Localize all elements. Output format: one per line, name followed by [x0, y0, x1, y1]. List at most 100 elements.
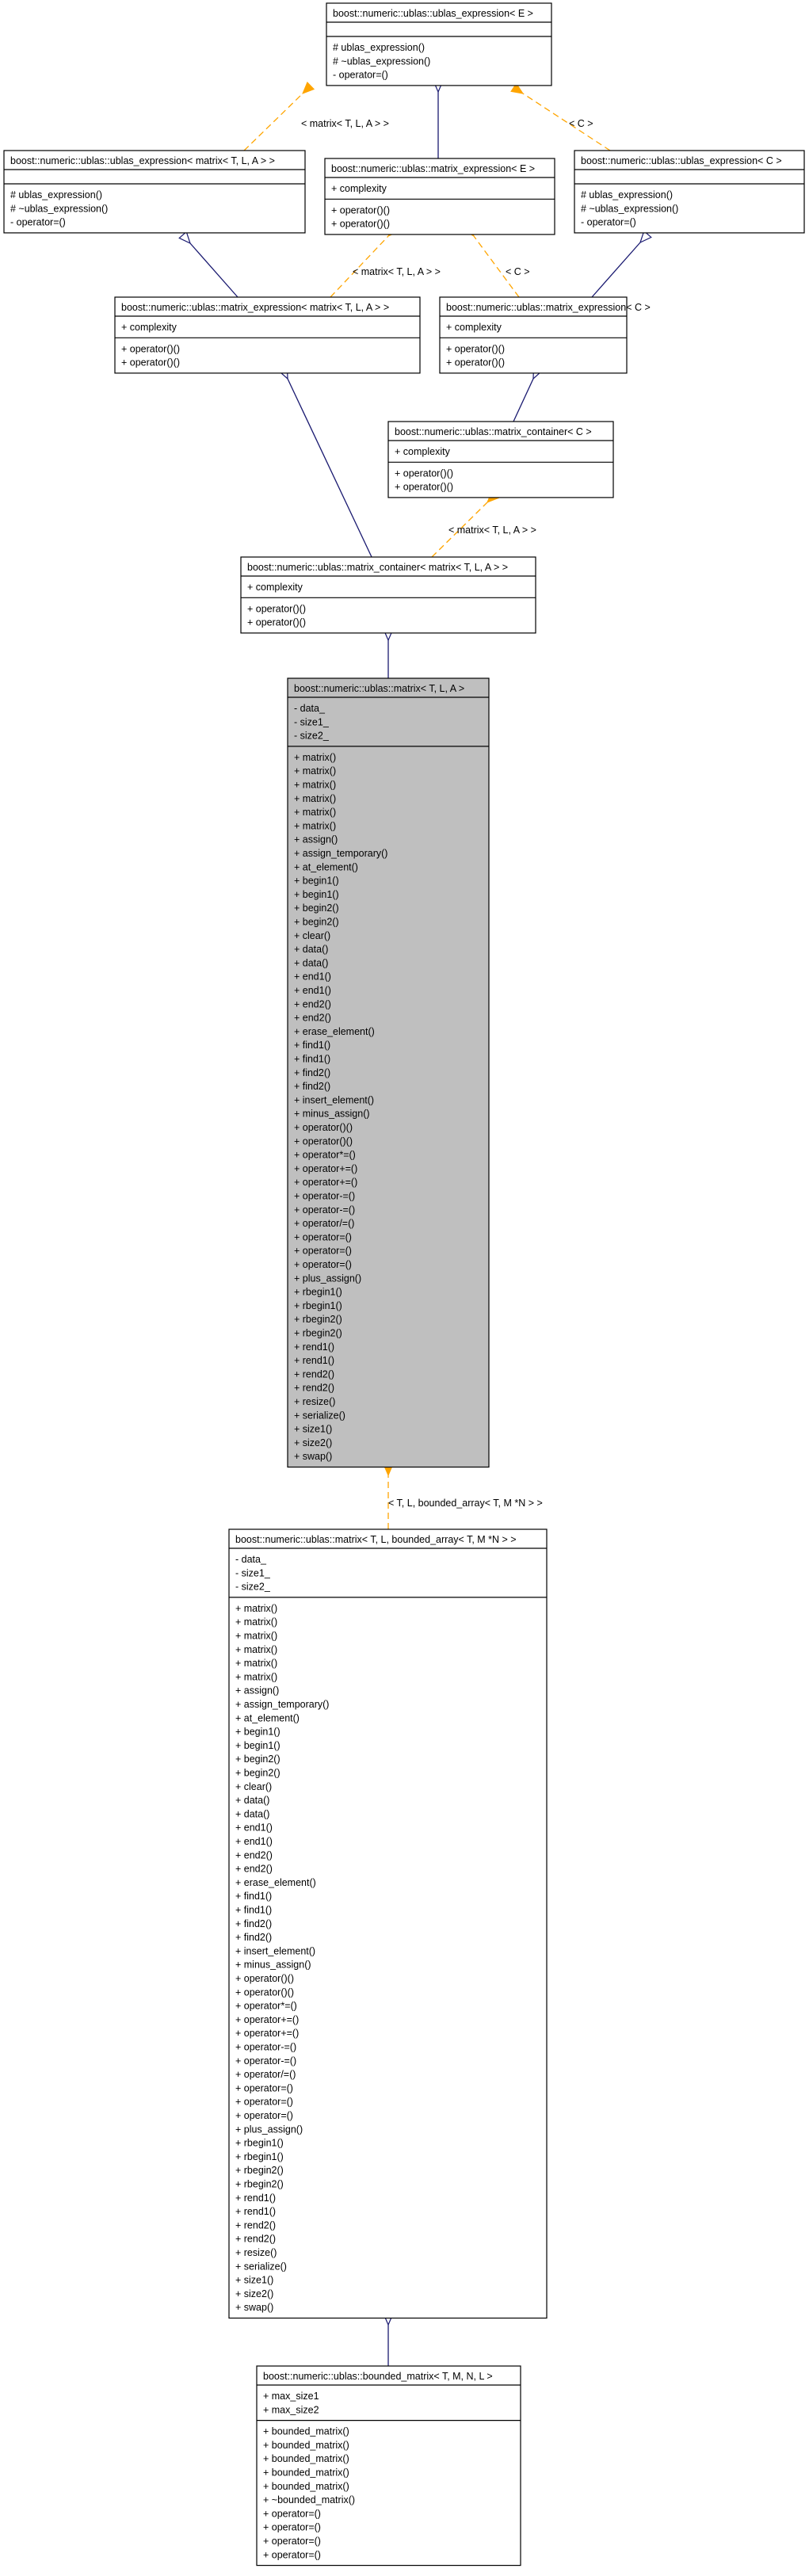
class-method[interactable]: + begin1()	[235, 1727, 280, 1738]
class-method[interactable]: + rbegin1()	[235, 2138, 284, 2149]
class-box-ublas-expression-e[interactable]: boost::numeric::ublas::ublas_expression<…	[326, 2, 552, 86]
class-method[interactable]: + matrix()	[235, 1671, 277, 1682]
class-method[interactable]: + rbegin2()	[235, 2165, 284, 2176]
class-method[interactable]: + matrix()	[294, 765, 336, 777]
class-method[interactable]: + find1()	[294, 1040, 330, 1051]
class-method[interactable]: + swap()	[294, 1451, 332, 1462]
class-method[interactable]: + data()	[294, 957, 328, 968]
class-method[interactable]: + operator+=()	[294, 1177, 357, 1188]
class-method[interactable]: + minus_assign()	[235, 1960, 311, 1971]
class-method[interactable]: + end1()	[235, 1836, 273, 1847]
class-method[interactable]: + operator()()	[235, 1973, 294, 1984]
class-method[interactable]: + swap()	[235, 2302, 273, 2313]
class-method[interactable]: - operator=()	[333, 70, 388, 81]
class-method[interactable]: + operator=()	[235, 2082, 293, 2093]
class-method[interactable]: + operator()()	[294, 1122, 353, 1133]
class-method[interactable]: + operator()()	[331, 204, 390, 216]
class-method[interactable]: + rend2()	[235, 2219, 276, 2231]
class-method[interactable]: + operator=()	[263, 2522, 321, 2533]
class-method[interactable]: + matrix()	[235, 1603, 277, 1614]
class-method[interactable]: + operator()()	[331, 219, 390, 230]
class-method[interactable]: + matrix()	[235, 1631, 277, 1642]
class-method[interactable]: + operator*=()	[235, 2001, 297, 2012]
class-method[interactable]: # ublas_expression()	[333, 42, 425, 53]
class-method[interactable]: + operator=()	[235, 2110, 293, 2121]
class-method[interactable]: + size1()	[235, 2275, 273, 2286]
class-method[interactable]: + operator/=()	[294, 1218, 354, 1229]
class-method[interactable]: + bounded_matrix()	[263, 2426, 349, 2437]
class-method[interactable]: + operator-=()	[235, 2055, 296, 2067]
class-method[interactable]: + bounded_matrix()	[263, 2440, 349, 2451]
class-method[interactable]: + operator-=()	[235, 2042, 296, 2053]
class-method[interactable]: + operator()()	[294, 1135, 353, 1147]
class-method[interactable]: + end1()	[294, 971, 331, 983]
class-box-ublas-expression-matrix[interactable]: boost::numeric::ublas::ublas_expression<…	[3, 150, 306, 234]
class-box-matrix-expression-matrix[interactable]: boost::numeric::ublas::matrix_expression…	[114, 296, 421, 374]
class-method[interactable]: + plus_assign()	[294, 1273, 361, 1284]
class-method[interactable]: + rbegin2()	[294, 1314, 342, 1325]
class-box-matrix-container-matrix[interactable]: boost::numeric::ublas::matrix_container<…	[240, 556, 536, 634]
class-method[interactable]: + operator+=()	[294, 1163, 357, 1174]
class-method[interactable]: + operator+=()	[235, 2028, 299, 2039]
class-method[interactable]: + clear()	[294, 930, 330, 941]
class-method[interactable]: + begin2()	[294, 917, 339, 928]
class-method[interactable]: + operator=()	[294, 1246, 352, 1257]
class-method[interactable]: + end1()	[235, 1822, 273, 1834]
class-method[interactable]: + matrix()	[294, 793, 336, 804]
class-method[interactable]: + resize()	[235, 2247, 277, 2258]
class-method[interactable]: + serialize()	[235, 2261, 287, 2272]
class-method[interactable]: + matrix()	[294, 752, 336, 763]
class-box-matrix-container-c[interactable]: boost::numeric::ublas::matrix_container<…	[387, 421, 614, 498]
class-method[interactable]: + rbegin1()	[235, 2151, 284, 2162]
class-method[interactable]: + assign()	[294, 834, 338, 845]
class-method[interactable]: + assign_temporary()	[235, 1699, 329, 1710]
class-method[interactable]: + end2()	[235, 1849, 273, 1860]
class-method[interactable]: + find2()	[294, 1081, 330, 1092]
class-method[interactable]: + plus_assign()	[235, 2124, 303, 2135]
class-box-matrix-bounded-array[interactable]: boost::numeric::ublas::matrix< T, L, bou…	[228, 1528, 548, 2319]
class-method[interactable]: + begin1()	[294, 876, 339, 887]
class-method[interactable]: + matrix()	[294, 807, 336, 818]
class-method[interactable]: + find2()	[235, 1918, 272, 1929]
class-method[interactable]: + begin1()	[294, 889, 339, 900]
class-method[interactable]: + operator()()	[446, 343, 505, 354]
class-method[interactable]: # ~ublas_expression()	[581, 203, 678, 214]
class-method[interactable]: + insert_element()	[294, 1094, 374, 1105]
class-method[interactable]: + begin2()	[235, 1768, 280, 1779]
class-method[interactable]: - operator=()	[581, 217, 636, 228]
class-method[interactable]: + operator=()	[235, 2097, 293, 2108]
class-method[interactable]: + erase_element()	[294, 1026, 375, 1037]
class-method[interactable]: + rend2()	[294, 1368, 334, 1380]
class-method[interactable]: + serialize()	[294, 1410, 345, 1421]
class-method[interactable]: + rbegin2()	[294, 1328, 342, 1339]
class-method[interactable]: + end2()	[235, 1864, 273, 1875]
class-method[interactable]: + matrix()	[294, 780, 336, 791]
class-method[interactable]: + begin1()	[235, 1740, 280, 1751]
class-method[interactable]: + operator=()	[263, 2508, 321, 2519]
class-method[interactable]: + erase_element()	[235, 1877, 316, 1888]
class-method[interactable]: + assign_temporary()	[294, 848, 387, 859]
class-method[interactable]: + matrix()	[235, 1616, 277, 1628]
class-method[interactable]: # ~ublas_expression()	[333, 55, 430, 67]
class-method[interactable]: + resize()	[294, 1396, 335, 1407]
class-method[interactable]: + operator-=()	[294, 1191, 355, 1202]
class-method[interactable]: + rend2()	[235, 2234, 276, 2245]
class-method[interactable]: + assign()	[235, 1685, 279, 1696]
class-method[interactable]: + find2()	[235, 1932, 272, 1943]
class-method[interactable]: + find1()	[235, 1905, 272, 1916]
class-method[interactable]: + rend1()	[294, 1355, 334, 1366]
class-method[interactable]: + rend1()	[294, 1341, 334, 1353]
class-box-matrix-expression-c[interactable]: boost::numeric::ublas::matrix_expression…	[439, 296, 651, 374]
class-method[interactable]: + matrix()	[235, 1644, 277, 1655]
class-method[interactable]: + minus_assign()	[294, 1109, 370, 1120]
class-method[interactable]: + rend1()	[235, 2206, 276, 2217]
class-method[interactable]: + find1()	[294, 1054, 330, 1065]
class-method[interactable]: + data()	[235, 1808, 269, 1819]
class-method[interactable]: + operator()()	[121, 357, 180, 368]
class-method[interactable]: + matrix()	[294, 820, 336, 831]
class-method[interactable]: + operator=()	[263, 2536, 321, 2547]
class-method[interactable]: # ublas_expression()	[10, 189, 102, 200]
class-method[interactable]: + end2()	[294, 998, 331, 1009]
class-method[interactable]: + data()	[235, 1795, 269, 1806]
class-method[interactable]: - operator=()	[10, 217, 66, 228]
